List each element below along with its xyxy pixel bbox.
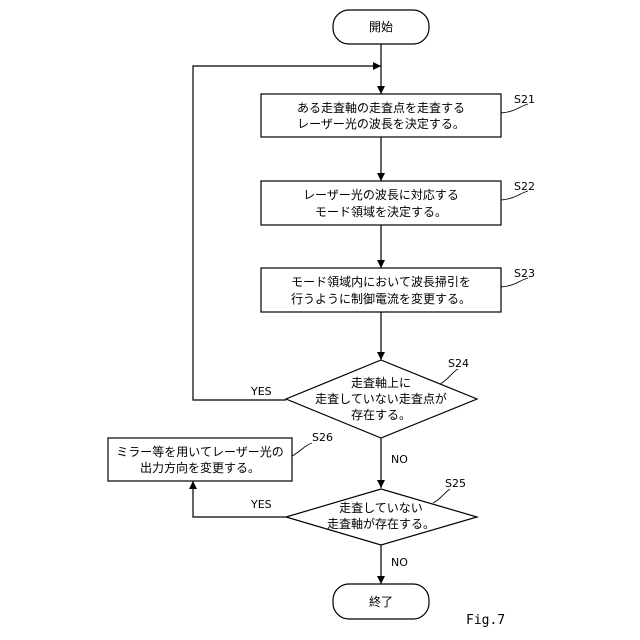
- step-s23-id: S23: [514, 267, 535, 280]
- step-s22: レーザー光の波長に対応する モード領域を決定する。 S22: [261, 180, 535, 225]
- decision-s25-yes-label: YES: [250, 498, 272, 511]
- decision-s25-line-1: 走査していない: [339, 501, 423, 515]
- step-s23-line-1: モード領域内において波長掃引を: [291, 274, 471, 289]
- step-s26-id: S26: [312, 431, 333, 444]
- step-s21-line-1: ある走査軸の走査点を走査する: [297, 101, 465, 115]
- decision-s24-line-3: 存在する。: [351, 408, 411, 422]
- arrow-s25-yes-to-s26: [193, 481, 286, 517]
- figure-label: Fig.7: [466, 613, 505, 628]
- step-s23: モード領域内において波長掃引を 行うように制御電流を変更する。 S23: [261, 267, 535, 312]
- end-terminal: 終了: [333, 584, 429, 619]
- decision-s25: 走査していない 走査軸が存在する。 S25 YES NO: [250, 477, 477, 569]
- decision-s24-id: S24: [448, 357, 469, 370]
- decision-s25-leader: [433, 489, 450, 503]
- step-s26-leader: [292, 443, 312, 456]
- step-s22-line-1: レーザー光の波長に対応する: [303, 188, 459, 202]
- step-s22-id: S22: [514, 180, 535, 193]
- decision-s24-leader: [440, 369, 458, 384]
- step-s21-line-2: レーザー光の波長を決定する。: [297, 116, 465, 131]
- end-label: 終了: [369, 594, 393, 609]
- step-s23-line-2: 行うように制御電流を変更する。: [291, 291, 471, 306]
- decision-s25-line-2: 走査軸が存在する。: [327, 516, 435, 531]
- step-s21: ある走査軸の走査点を走査する レーザー光の波長を決定する。 S21: [261, 93, 535, 137]
- start-label: 開始: [369, 20, 393, 34]
- start-terminal: 開始: [333, 10, 429, 44]
- decision-s24-yes-label: YES: [250, 385, 272, 398]
- step-s26: ミラー等を用いてレーザー光の 出力方向を変更する。 S26: [108, 431, 333, 481]
- step-s22-line-2: モード領域を決定する。: [315, 204, 447, 219]
- decision-s24-line-2: 走査していない走査点が: [315, 391, 447, 406]
- decision-s24-no-label: NO: [391, 453, 408, 466]
- decision-s25-no-label: NO: [391, 556, 408, 569]
- step-s26-line-1: ミラー等を用いてレーザー光の: [116, 445, 283, 459]
- decision-s24-line-1: 走査軸上に: [351, 376, 411, 390]
- step-s21-id: S21: [514, 93, 535, 106]
- step-s26-line-2: 出力方向を変更する。: [140, 460, 260, 475]
- decision-s25-id: S25: [445, 477, 466, 490]
